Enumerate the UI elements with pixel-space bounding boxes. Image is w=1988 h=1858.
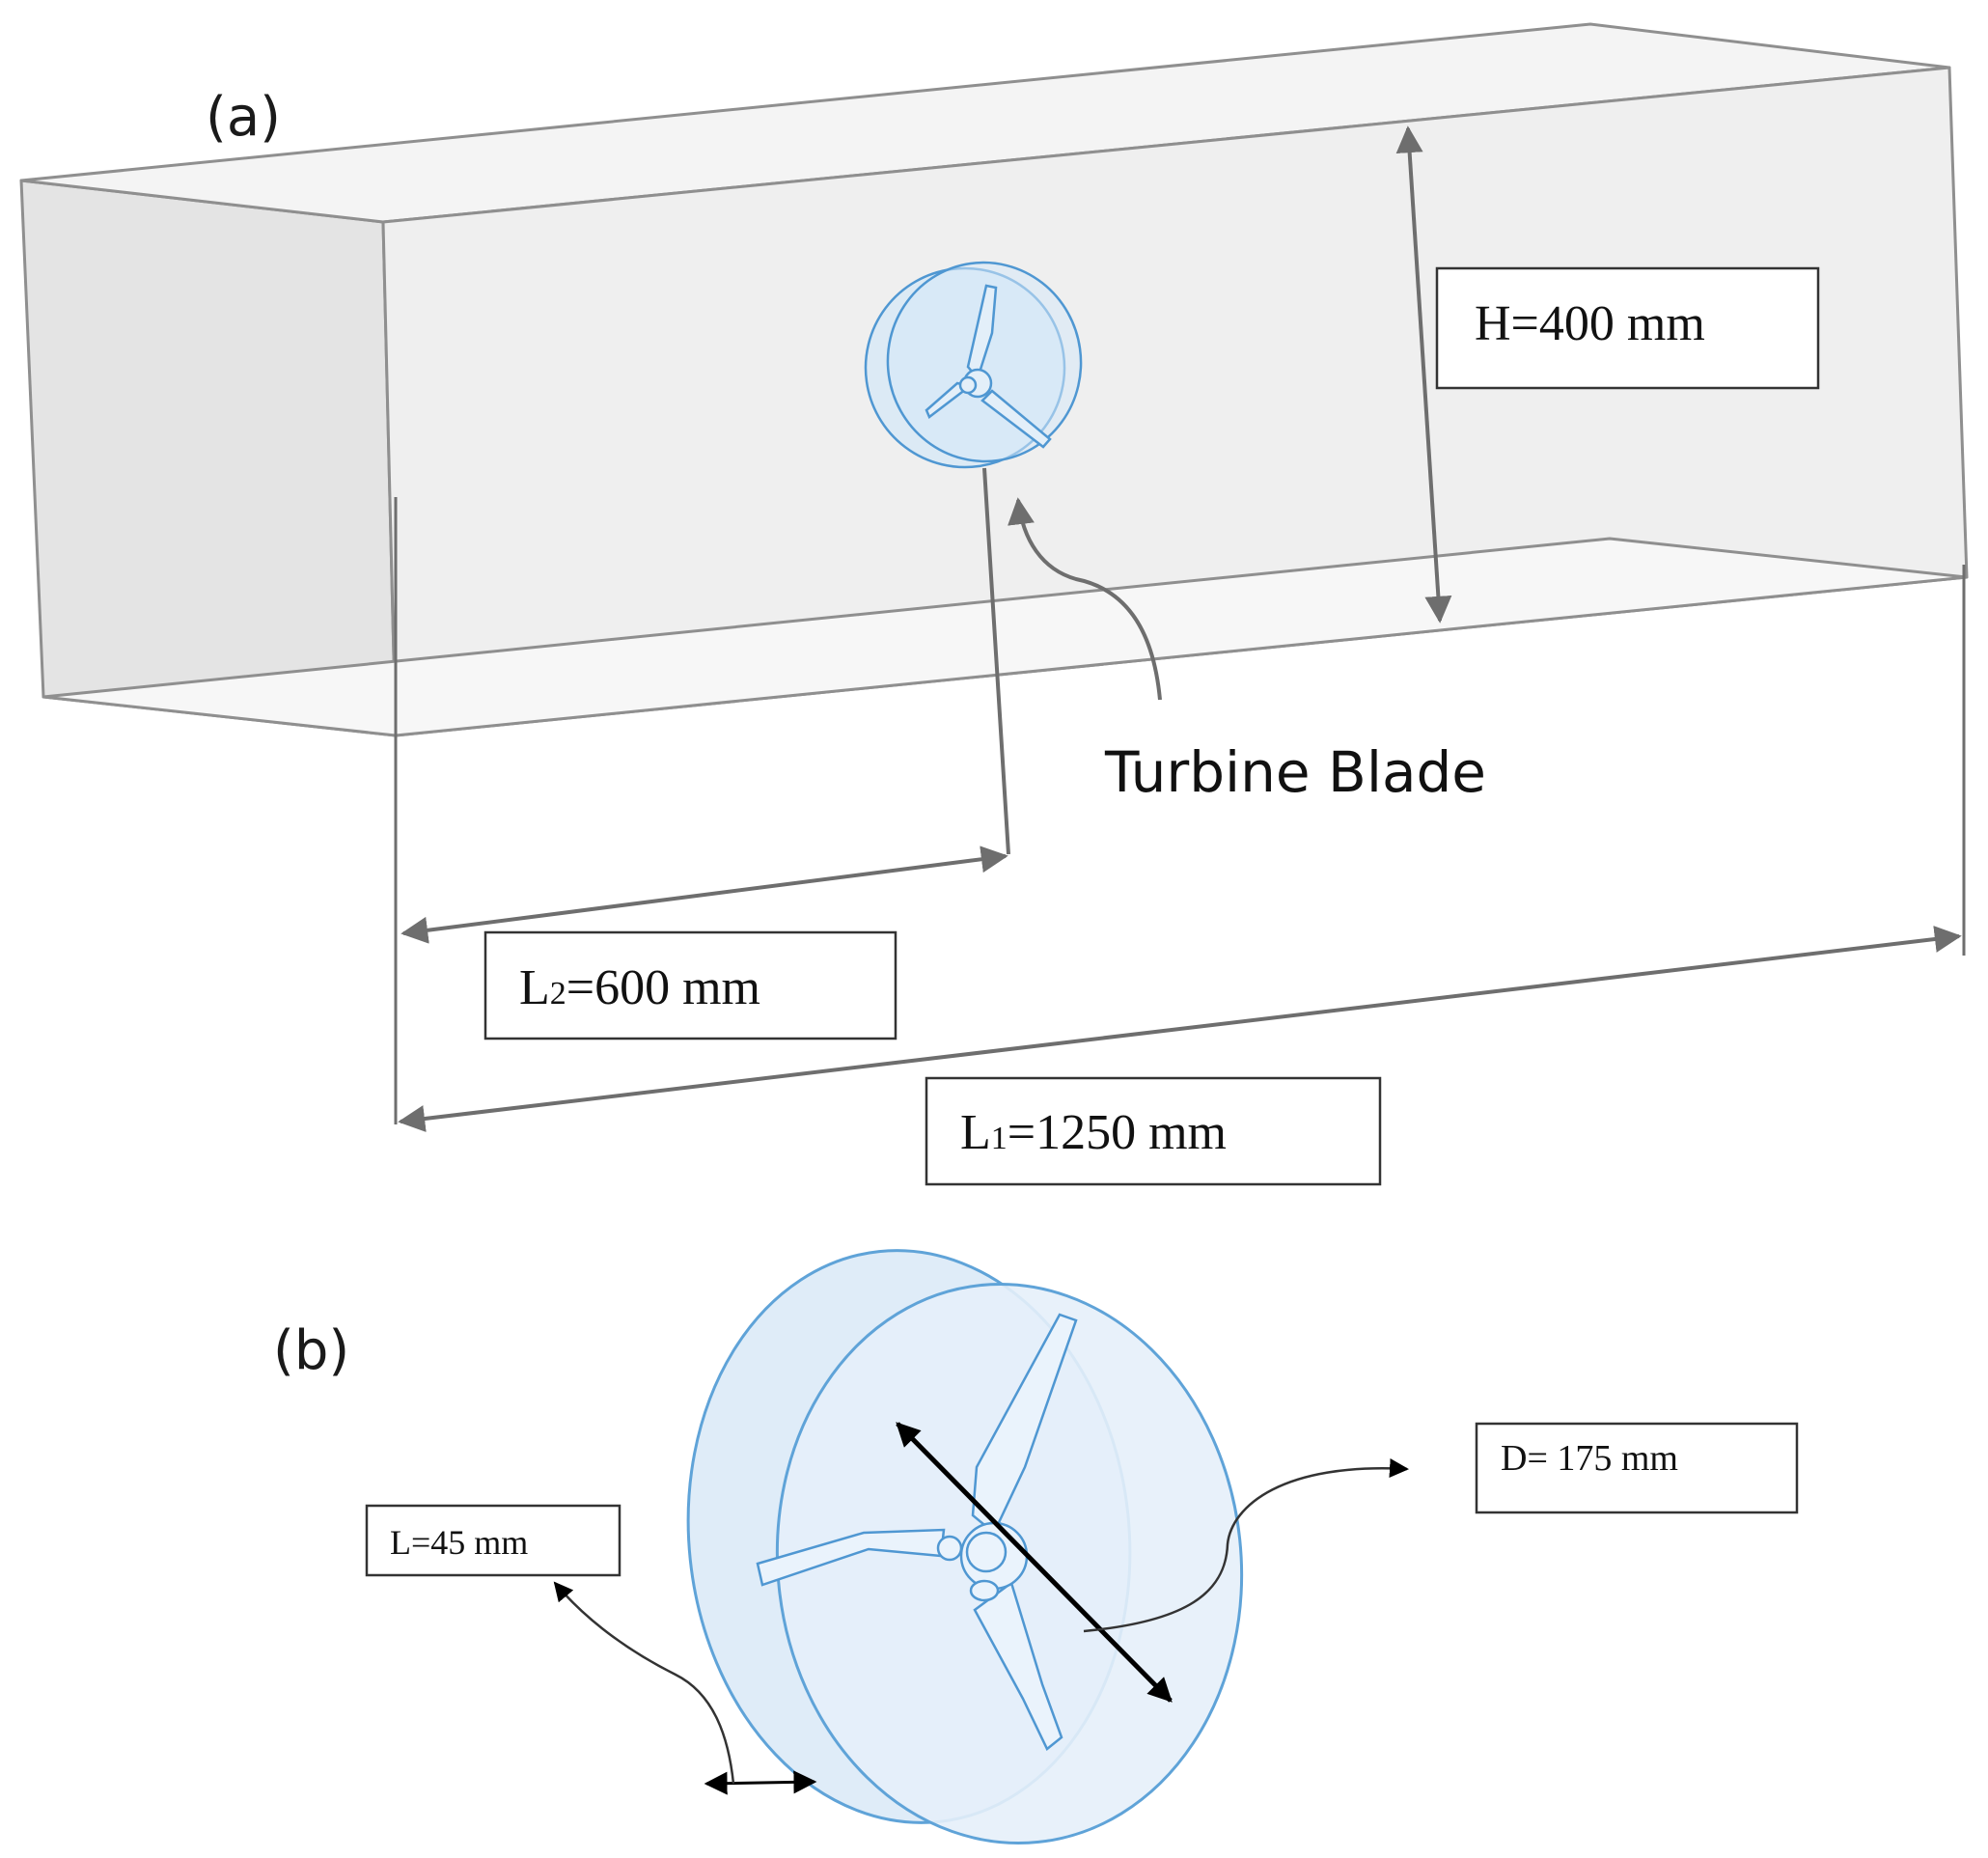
turbine-callout-arrow — [1008, 497, 1162, 701]
length-dim-box — [365, 1504, 621, 1577]
wind-tunnel-box — [19, 22, 1969, 737]
turbine-in-tunnel — [864, 261, 1083, 469]
tunnel-bottom-face — [41, 537, 1969, 737]
height-dim-text: H=400 mm — [1475, 296, 1705, 351]
turbine-detail — [686, 1249, 1244, 1845]
l1-dim-box — [925, 1076, 1382, 1186]
height-dim-box — [1435, 266, 1820, 390]
diameter-callout-leader — [1083, 1458, 1409, 1633]
hub-inner — [958, 375, 978, 395]
hub-ring-3 — [969, 1579, 1000, 1602]
l1-dimension-arrow — [398, 926, 1962, 1132]
tunnel-inlet-face — [19, 179, 398, 737]
hub-ring-2 — [936, 1535, 963, 1562]
panel-b-label: (b) — [273, 1319, 349, 1382]
panel-a: (a) — [19, 22, 1969, 1186]
hub-ring-1 — [965, 1531, 1008, 1573]
l1-dim-text: L1=1250 mm — [960, 1105, 1227, 1160]
l2-leader-line — [982, 467, 1010, 855]
panel-a-label: (a) — [206, 86, 281, 149]
height-dimension-arrow — [1395, 125, 1452, 624]
turbine-callout-text: Turbine Blade — [1104, 739, 1486, 805]
diameter-dim-text: D= 175 mm — [1501, 1438, 1678, 1479]
length-dimension-arrow — [704, 1770, 817, 1795]
diameter-arrow — [896, 1422, 1173, 1703]
blade-up — [966, 284, 998, 381]
length-dim-text: L=45 mm — [390, 1523, 528, 1562]
turbine-blades-small — [925, 284, 1052, 449]
diameter-dim-box — [1475, 1422, 1799, 1514]
panel-b: (b) D= 175 mm L=45 mm — [273, 1249, 1799, 1845]
length-callout-leader — [553, 1581, 735, 1785]
l2-dimension-arrow — [400, 846, 1008, 944]
blade-right — [980, 389, 1052, 449]
